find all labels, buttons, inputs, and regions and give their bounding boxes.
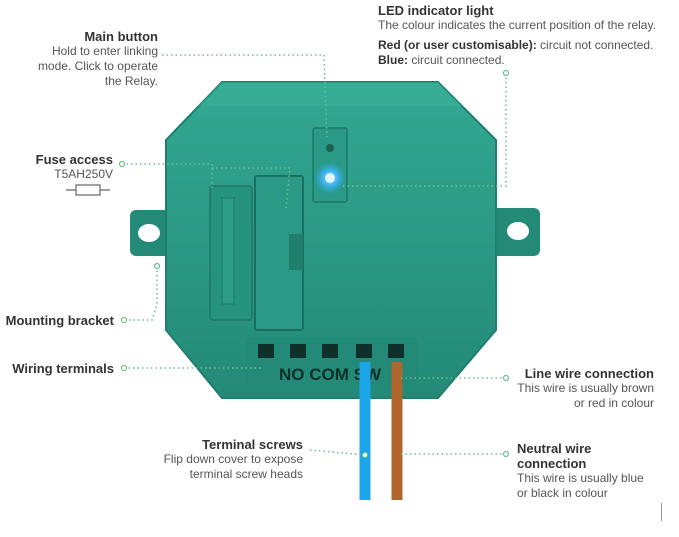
callout-line-wire: Line wire connection This wire is usuall… — [500, 366, 654, 411]
main-button-desc-3: the Relay. — [104, 74, 158, 88]
led-red-label: Red (or user customisable): — [378, 38, 537, 52]
neutral-wire-desc-1: This wire is usually blue — [517, 471, 644, 485]
leader-lines — [122, 54, 507, 456]
callout-wiring: Wiring terminals — [0, 361, 114, 376]
terminal-screws-title: Terminal screws — [202, 437, 303, 452]
led-blue-text: circuit connected. — [408, 53, 505, 67]
main-button-desc-1: Hold to enter linking — [51, 44, 158, 58]
mounting-title: Mounting bracket — [5, 313, 114, 328]
callout-neutral-wire: Neutral wire connection This wire is usu… — [517, 441, 667, 501]
line-wire-title: Line wire connection — [524, 366, 654, 381]
wiring-terminals — [246, 338, 418, 390]
line-wire-desc-2: or red in colour — [573, 396, 654, 410]
callout-terminal-screws: Terminal screws Flip down cover to expos… — [140, 437, 303, 482]
leader-endpoints — [118, 69, 510, 459]
callout-led: LED indicator light The colour indicates… — [378, 3, 674, 68]
edge-divider — [661, 503, 662, 521]
led-title: LED indicator light — [378, 3, 494, 18]
fuse-symbol-icon — [66, 184, 110, 196]
main-button-title: Main button — [84, 29, 158, 44]
fuse-title: Fuse access — [35, 152, 113, 167]
main-button-desc-2: mode. Click to operate — [37, 59, 158, 73]
neutral-wire-title-1: Neutral wire — [517, 441, 592, 456]
mounting-bracket-right — [492, 208, 540, 256]
fuse-rating: T5AH250V — [54, 167, 113, 181]
line-wire-desc-1: This wire is usually brown — [517, 381, 654, 395]
terminal-screws-desc-1: Flip down cover to expose — [163, 452, 303, 466]
led-desc: The colour indicates the current positio… — [378, 18, 656, 32]
terminal-screws-desc-2: terminal screw heads — [189, 467, 303, 481]
callout-mounting: Mounting bracket — [0, 313, 114, 328]
neutral-wire-desc-2: or black in colour — [517, 486, 608, 500]
led-blue-label: Blue: — [378, 53, 408, 67]
terminal-labels: NO COM SW — [279, 365, 382, 384]
callout-fuse: Fuse access T5AH250V — [20, 152, 113, 182]
led-red-text: circuit not connected. — [536, 38, 654, 52]
wiring-title: Wiring terminals — [12, 361, 114, 376]
neutral-wire-title-2: connection — [517, 456, 587, 471]
callout-main-button: Main button Hold to enter linking mode. … — [20, 29, 158, 89]
